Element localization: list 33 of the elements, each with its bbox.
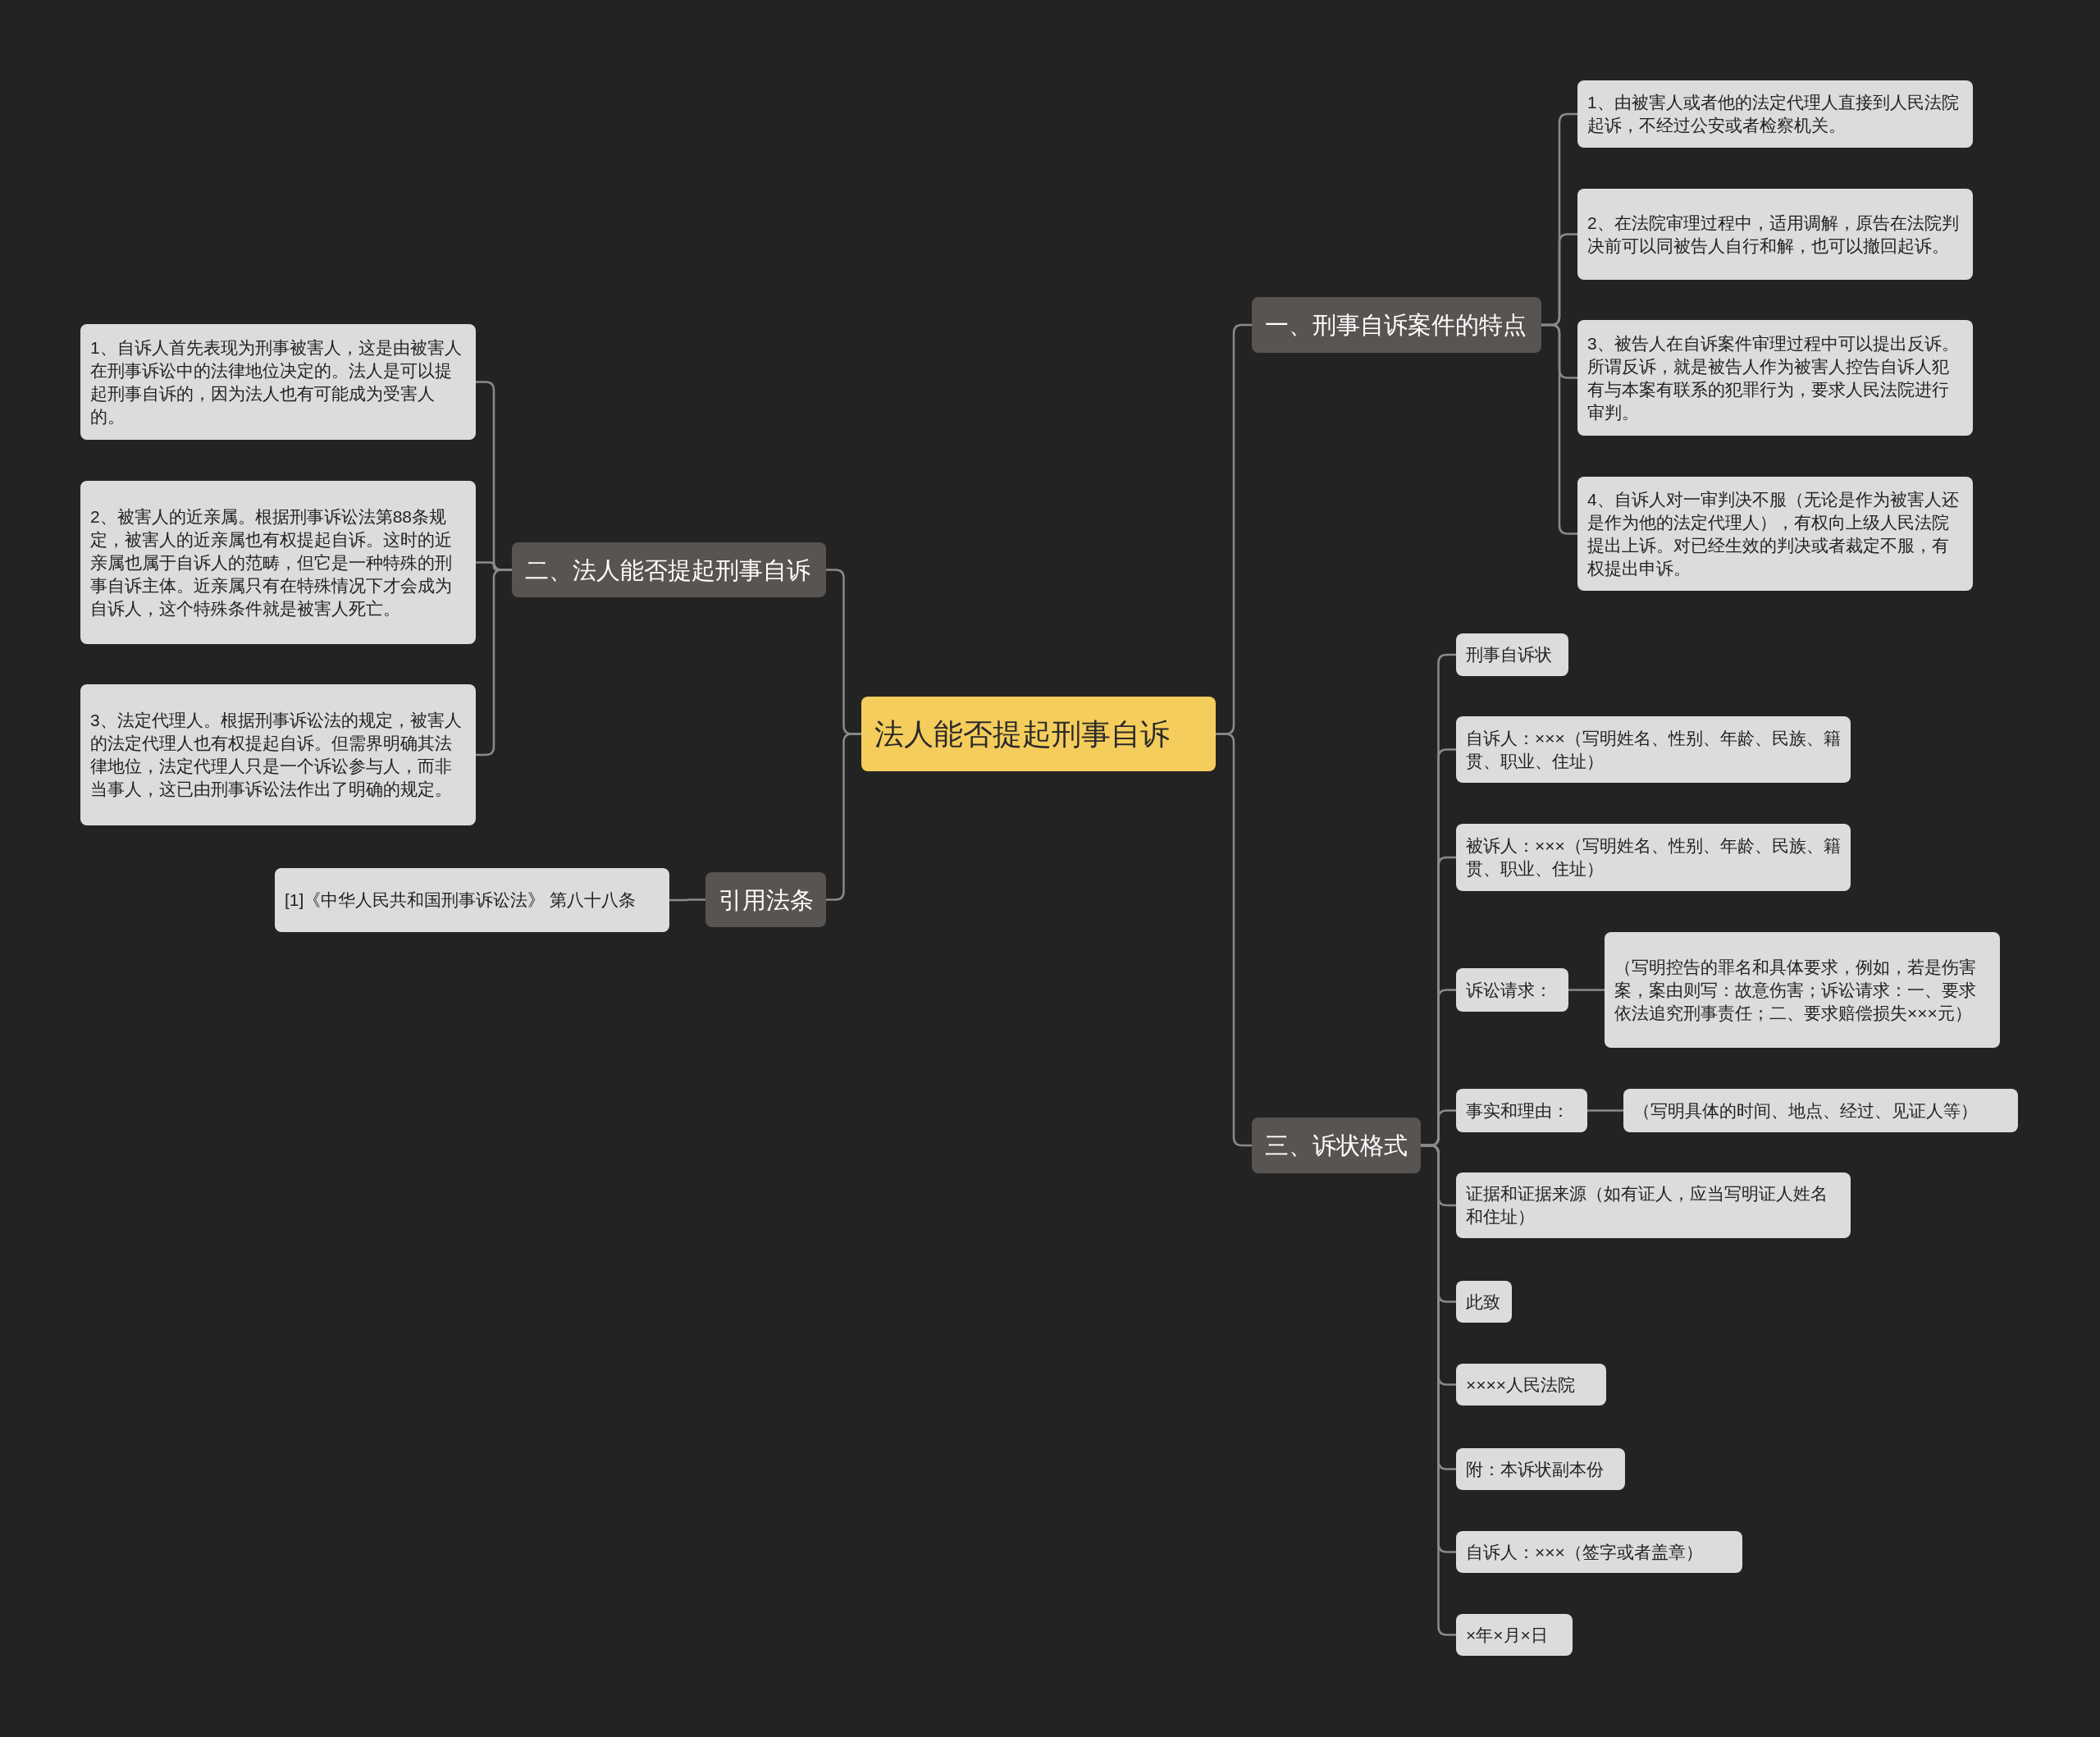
leaf-topic: （写明具体的时间、地点、经过、见证人等）	[1623, 1089, 2018, 1132]
leaf-topic: 3、法定代理人。根据刑事诉讼法的规定，被害人的法定代理人也有权提起自诉。但需界明确其法律地位，法定代理人只是一个诉讼参与人，而非当事人，这已由刑事诉讼法作出了明确的规定。	[80, 684, 476, 825]
leaf-topic: 被诉人：×××（写明姓名、性别、年龄、民族、籍贯、职业、住址）	[1456, 824, 1851, 891]
leaf-topic: 证据和证据来源（如有证人，应当写明证人姓名和住址）	[1456, 1172, 1851, 1238]
branch-topic: 二、法人能否提起刑事自诉	[512, 542, 826, 597]
leaf-topic: 诉讼请求：	[1456, 968, 1568, 1012]
leaf-topic: 2、在法院审理过程中，适用调解，原告在法院判决前可以同被告人自行和解，也可以撤回起诉。	[1577, 189, 1973, 280]
leaf-topic: 此致	[1456, 1281, 1512, 1323]
connector-line	[669, 898, 705, 902]
leaf-topic: 自诉人：×××（签字或者盖章）	[1456, 1531, 1742, 1573]
leaf-topic: 1、由被害人或者他的法定代理人直接到人民法院起诉，不经过公安或者检察机关。	[1577, 80, 1973, 148]
central-topic: 法人能否提起刑事自诉	[861, 697, 1216, 771]
leaf-topic: 附：本诉状副本份	[1456, 1448, 1625, 1490]
leaf-topic: ×年×月×日	[1456, 1614, 1573, 1656]
leaf-topic: 3、被告人在自诉案件审理过程中可以提出反诉。所谓反诉，就是被告人作为被害人控告自诉人犯有与本案有联系的犯罪行为，要求人民法院进行审判。	[1577, 320, 1973, 436]
branch-topic: 三、诉状格式	[1252, 1118, 1421, 1173]
connector-line	[1587, 1109, 1623, 1112]
leaf-topic: 4、自诉人对一审判决不服（无论是作为被害人还是作为他的法定代理人），有权向上级人民法院提出上诉。对已经生效的判决或者裁定不服，有权提出申诉。	[1577, 477, 1973, 591]
connector-line	[826, 733, 861, 901]
leaf-topic: ××××人民法院	[1456, 1364, 1606, 1406]
connector-line	[1568, 989, 1605, 991]
leaf-topic: 1、自诉人首先表现为刑事被害人，这是由被害人在刑事诉讼中的法律地位决定的。法人是可以提起刑事自诉的，因为法人也有可能成为受害人的。	[80, 324, 476, 440]
connector-line	[1216, 733, 1252, 1147]
connector-line	[476, 569, 512, 757]
leaf-topic: 事实和理由：	[1456, 1089, 1587, 1132]
leaf-topic: 自诉人：×××（写明姓名、性别、年龄、民族、籍贯、职业、住址）	[1456, 716, 1851, 783]
connector-line	[1541, 323, 1577, 535]
leaf-topic: 刑事自诉状	[1456, 633, 1568, 676]
leaf-topic: 2、被害人的近亲属。根据刑事诉讼法第88条规定，被害人的近亲属也有权提起自诉。这时的近亲属也属于自诉人的范畴，但它是一种特殊的刑事自诉主体。近亲属只有在特殊情况下才会成为自诉人，这个特殊条件就是被害人死亡。	[80, 481, 476, 644]
leaf-topic: [1]《中华人民共和国刑事诉讼法》 第八十八条	[275, 868, 669, 932]
branch-topic: 引用法条	[705, 872, 826, 927]
leaf-topic: （写明控告的罪名和具体要求，例如，若是伤害案，案由则写：故意伤害；诉讼请求：一、要求依法追究刑事责任；二、要求赔偿损失×××元）	[1605, 932, 2000, 1048]
branch-topic: 一、刑事自诉案件的特点	[1252, 297, 1541, 353]
